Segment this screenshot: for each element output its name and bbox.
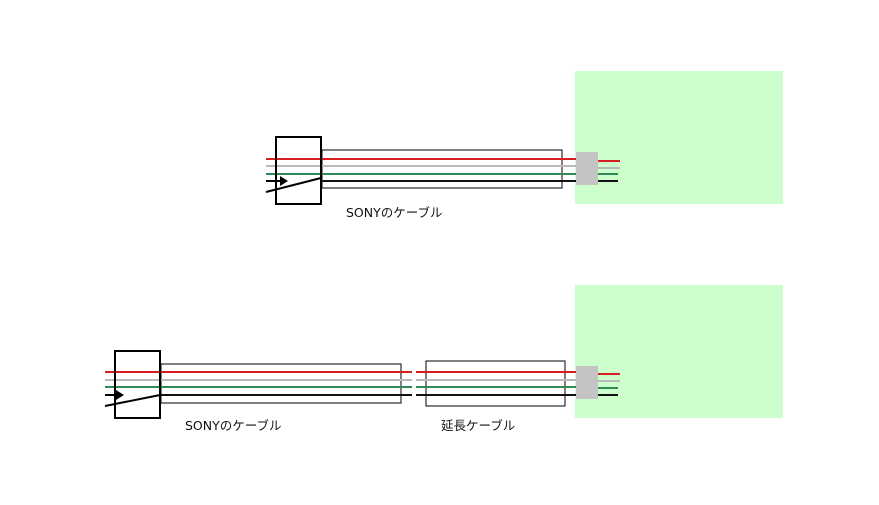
bottom-assembly: SONYのケーブル 延長ケーブル <box>104 285 783 433</box>
bottom-connector <box>576 366 598 399</box>
top-switch-box <box>275 136 322 205</box>
bottom-cable-label: SONYのケーブル <box>185 418 282 433</box>
extension-cable-label: 延長ケーブル <box>441 418 515 433</box>
top-switch-lever <box>265 177 322 193</box>
bottom-arrow-icon <box>116 390 124 400</box>
top-connector <box>576 152 598 185</box>
bottom-switch-lever <box>104 394 161 407</box>
bottom-cable-sheath <box>160 363 402 404</box>
top-cable-label: SONYのケーブル <box>346 205 443 220</box>
top-board <box>575 71 783 204</box>
top-arrow-icon <box>280 176 288 186</box>
top-assembly: SONYのケーブル <box>265 71 783 220</box>
extension-cable-sheath <box>425 360 566 407</box>
bottom-switch-box <box>114 350 161 419</box>
bottom-board <box>575 285 783 418</box>
top-cable-sheath <box>321 149 563 189</box>
